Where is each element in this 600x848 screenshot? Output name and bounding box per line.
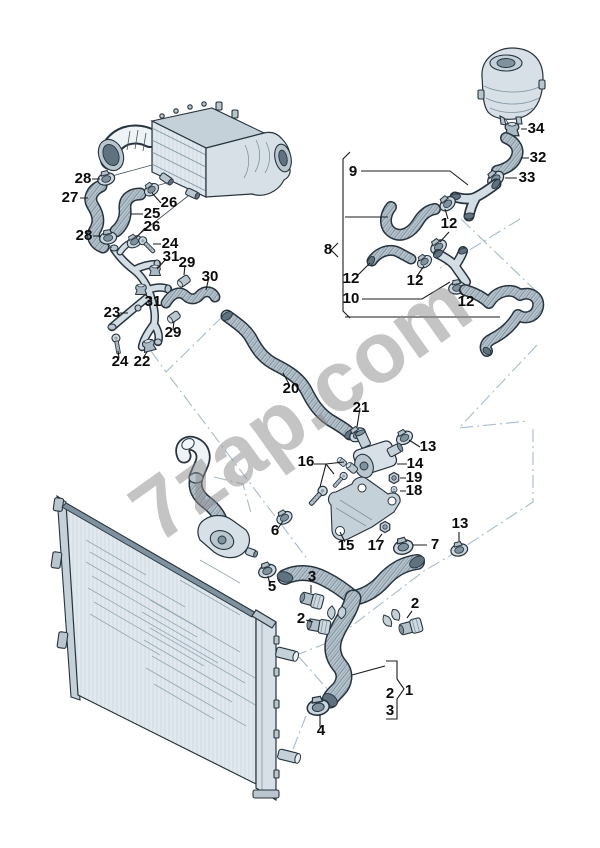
part-label-12[interactable]: 12 <box>407 272 424 289</box>
connector-3 <box>297 589 325 611</box>
part-label-20[interactable]: 20 <box>283 380 300 397</box>
part-label-23[interactable]: 23 <box>104 304 121 321</box>
connector-2 <box>396 616 424 638</box>
part-label-12[interactable]: 12 <box>441 215 458 232</box>
radiator-tank <box>255 608 277 802</box>
nut-17 <box>379 520 391 534</box>
part-label-34[interactable]: 34 <box>528 120 545 137</box>
part-label-26[interactable]: 26 <box>144 218 161 235</box>
leader-lines <box>80 128 529 727</box>
radiator-port-upper <box>275 646 300 662</box>
nut-19 <box>388 471 400 485</box>
part-label-21[interactable]: 21 <box>353 399 370 416</box>
bolt-24 <box>110 332 124 356</box>
part-label-27[interactable]: 27 <box>62 189 79 206</box>
part-label-5[interactable]: 5 <box>268 578 276 595</box>
part-label-33[interactable]: 33 <box>519 169 536 186</box>
part-label-15[interactable]: 15 <box>338 537 355 554</box>
connector-2 <box>305 616 332 636</box>
part-label-19[interactable]: 19 <box>406 469 423 486</box>
bolt-16 <box>306 483 330 509</box>
radiator-top-edge <box>61 502 257 618</box>
part-label-14[interactable]: 14 <box>407 455 424 472</box>
part-label-25[interactable]: 25 <box>144 205 161 222</box>
part-label-24[interactable]: 24 <box>162 235 179 252</box>
radiator-tank-tabs <box>252 635 280 799</box>
part-label-9[interactable]: 9 <box>349 163 357 180</box>
aux-water-pump-14 <box>352 429 404 479</box>
part-label-8[interactable]: 8 <box>324 241 332 258</box>
intercooler-top-studs <box>159 101 239 119</box>
part-label-17[interactable]: 17 <box>368 537 385 554</box>
part-label-28[interactable]: 28 <box>75 170 92 187</box>
part-label-3[interactable]: 3 <box>308 568 316 585</box>
clamp-5 <box>255 559 279 581</box>
part-label-7[interactable]: 7 <box>431 536 439 553</box>
water-pipe-5-6 <box>175 435 295 581</box>
main-hose-group <box>276 554 425 718</box>
part-label-2[interactable]: 2 <box>297 610 305 627</box>
expansion-tank <box>477 47 546 127</box>
aux-pump-group <box>306 426 470 559</box>
intercooler-port <box>185 187 201 200</box>
part-label-10[interactable]: 10 <box>343 290 360 307</box>
clamp-7 <box>390 535 416 557</box>
part-label-32[interactable]: 32 <box>530 149 547 166</box>
part-label-18[interactable]: 18 <box>406 482 423 499</box>
part-label-31[interactable]: 31 <box>145 293 162 310</box>
part-label-29[interactable]: 29 <box>165 324 182 341</box>
cap-29 <box>175 273 192 289</box>
part-label-13[interactable]: 13 <box>452 515 469 532</box>
bolt-24 <box>136 234 158 256</box>
bracket-9-8-10 <box>342 151 351 319</box>
part-label-16[interactable]: 16 <box>298 453 315 470</box>
hose-group-8-9-10 <box>366 178 545 357</box>
part-label-31[interactable]: 31 <box>163 248 180 265</box>
part-label-22[interactable]: 22 <box>134 353 151 370</box>
part-label-12[interactable]: 12 <box>343 270 360 287</box>
radiator-port-lower <box>277 748 302 764</box>
intercooler-assembly <box>97 101 292 237</box>
part-label-26[interactable]: 26 <box>161 194 178 211</box>
part-label-12[interactable]: 12 <box>458 293 475 310</box>
clamp-13 <box>448 539 470 559</box>
radiator <box>50 494 302 802</box>
part-label-28[interactable]: 28 <box>76 227 93 244</box>
part-label-24[interactable]: 24 <box>112 353 129 370</box>
bracket-1 <box>386 660 405 720</box>
bracket-15 <box>327 476 401 541</box>
part-label-2[interactable]: 2 <box>411 595 419 612</box>
intercooler-port <box>159 172 174 186</box>
part-label-6[interactable]: 6 <box>271 522 279 539</box>
part-label-13[interactable]: 13 <box>420 438 437 455</box>
part-label-4[interactable]: 4 <box>317 722 326 739</box>
part-label-3[interactable]: 3 <box>386 702 394 719</box>
part-label-1[interactable]: 1 <box>405 682 413 699</box>
part-label-2[interactable]: 2 <box>386 685 394 702</box>
brace-8 <box>330 242 339 258</box>
part-label-29[interactable]: 29 <box>179 254 196 271</box>
part-label-30[interactable]: 30 <box>202 268 219 285</box>
